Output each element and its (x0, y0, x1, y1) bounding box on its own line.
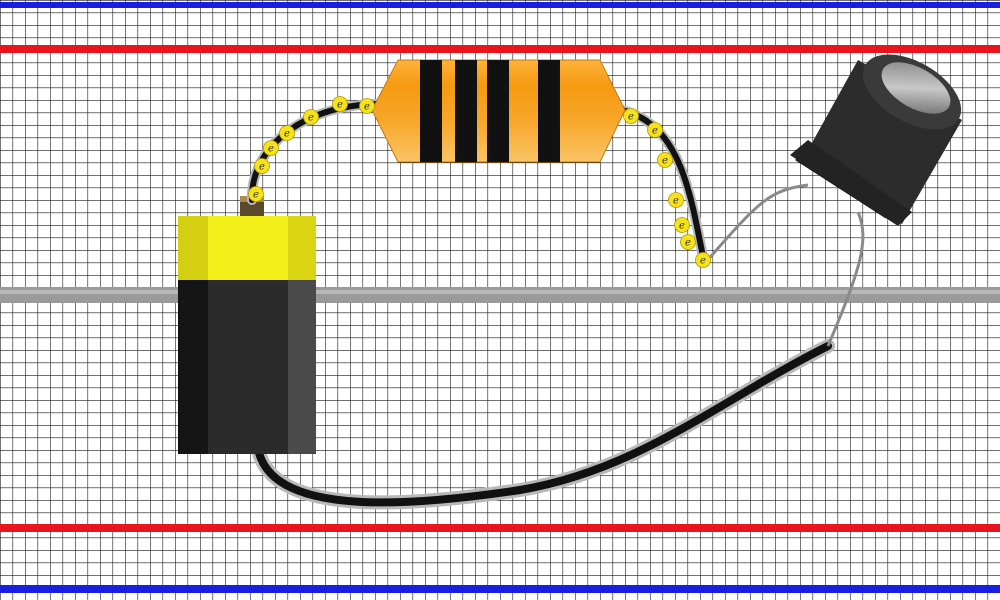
electron-symbol: e (284, 129, 290, 140)
electron-symbol: e (628, 112, 634, 123)
top-positive-rail (0, 45, 1000, 53)
electron-symbol: e (364, 102, 370, 113)
left-wire-electron-2: e (332, 96, 348, 112)
electron-dot (332, 96, 348, 112)
left-wire-electron-3: e (303, 109, 319, 125)
top-negative-rail (0, 2, 1000, 8)
electron-symbol: e (259, 162, 265, 173)
electron-symbol: e (685, 238, 691, 249)
electron-symbol: e (268, 144, 274, 155)
battery (178, 196, 316, 454)
battery-body-shade-right (288, 280, 316, 454)
center-channel-highlight (0, 290, 1000, 294)
left-wire-electron-4: e (279, 125, 295, 141)
right-wire-electron-6: e (680, 234, 696, 250)
electron-dot (695, 252, 711, 268)
electron-dot (279, 125, 295, 141)
resistor (371, 59, 626, 163)
electron-symbol: e (673, 196, 679, 207)
bottom-positive-rail (0, 524, 1000, 532)
left-wire-electron-5: e (263, 140, 279, 156)
resistor-band-1 (420, 60, 442, 162)
resistor-band-4 (538, 60, 560, 162)
electron-dot (359, 98, 375, 114)
electron-dot (303, 109, 319, 125)
led-anode-leg (704, 183, 809, 263)
right-wire-electron-7: e (695, 252, 711, 268)
led (790, 54, 962, 226)
electron-dot (263, 140, 279, 156)
electron-symbol: e (308, 113, 314, 124)
electron-dot (254, 158, 270, 174)
left-wire-electron-6: e (254, 158, 270, 174)
battery-cap-side-right (288, 216, 316, 280)
left-wire-electron-7: e (248, 186, 264, 202)
bottom-negative-rail (0, 585, 1000, 593)
electron-dot (623, 108, 639, 124)
electron-dot (248, 186, 264, 202)
right-wire-electron-5: e (674, 217, 690, 233)
electron-dot (647, 122, 663, 138)
electron-symbol: e (679, 221, 685, 232)
electron-dot (668, 192, 684, 208)
right-wire-electron-2: e (647, 122, 663, 138)
electron-symbol: e (700, 256, 706, 267)
resistor-band-3 (487, 60, 509, 162)
right-wire-electron-4: e (668, 192, 684, 208)
electron-dot (680, 234, 696, 250)
battery-cap-side-left (178, 216, 208, 280)
electron-symbol: e (652, 126, 658, 137)
return-wire (254, 342, 832, 507)
right-wire (619, 107, 707, 265)
led-flange (790, 140, 912, 226)
led-top-highlight (881, 62, 951, 114)
resistor-band-2 (455, 60, 477, 162)
electron-symbol: e (662, 156, 668, 167)
electron-symbol: e (253, 190, 259, 201)
electron-dot (657, 152, 673, 168)
left-wire-electron-1: e (359, 98, 375, 114)
right-wire-electron-3: e (657, 152, 673, 168)
right-wire-electron-1: e (623, 108, 639, 124)
led-cathode-leg (826, 211, 865, 347)
electron-symbol: e (337, 100, 343, 111)
battery-body-shade-left (178, 280, 208, 454)
electron-dot (674, 217, 690, 233)
